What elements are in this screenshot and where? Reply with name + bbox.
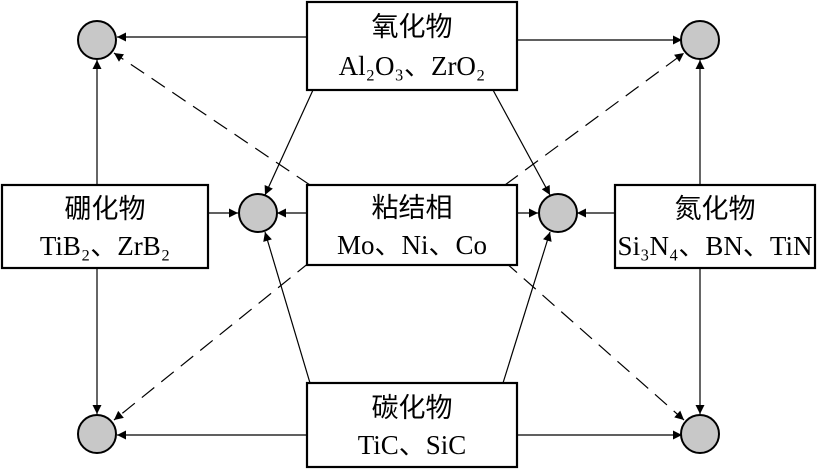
carbide-name: 碳化物	[372, 393, 453, 424]
carbide-formula: TiC、SiC	[358, 430, 467, 460]
binder-formula: Mo、Ni、Co	[337, 230, 487, 260]
oxide-formula: Al₂O₃、ZrO₂	[339, 51, 486, 81]
box-nitride: 氮化物 Si₃N₄、BN、TiN	[613, 183, 817, 270]
arrow-carbide-to-right-node	[502, 231, 552, 384]
arrow-carbide-to-left-node	[263, 231, 311, 384]
boride-name: 硼化物	[65, 194, 146, 225]
dashed-arrow-binder-to-bottom-left-node	[113, 261, 311, 421]
dashed-arrow-binder-to-bottom-right-node	[504, 261, 685, 421]
node-bottom-right	[680, 414, 720, 454]
nitride-name: 氮化物	[675, 194, 756, 225]
composite-nodes	[77, 20, 720, 454]
dashed-arrow-binder-to-top-right-node	[504, 52, 685, 186]
node-middle-left	[238, 193, 278, 233]
node-top-right	[680, 20, 720, 60]
binder-name: 粘结相	[372, 193, 453, 224]
arrow-oxide-to-right-node	[492, 89, 551, 196]
node-middle-right	[538, 193, 578, 233]
box-carbide: 碳化物 TiC、SiC	[305, 381, 519, 469]
node-top-left	[77, 20, 117, 60]
dashed-arrows	[113, 52, 685, 421]
boride-formula: TiB₂、ZrB₂	[40, 231, 170, 261]
dashed-arrow-binder-to-top-left-node	[113, 52, 311, 186]
nitride-formula: Si₃N₄、BN、TiN	[618, 231, 813, 261]
arrow-oxide-to-left-node	[264, 89, 314, 196]
box-boride: 硼化物 TiB₂、ZrB₂	[0, 183, 210, 270]
box-oxide: 氧化物 Al₂O₃、ZrO₂	[305, 0, 519, 92]
box-binder: 粘结相 Mo、Ni、Co	[305, 183, 519, 267]
node-bottom-left	[77, 414, 117, 454]
oxide-name: 氧化物	[372, 12, 453, 43]
solid-arrows	[92, 32, 705, 440]
